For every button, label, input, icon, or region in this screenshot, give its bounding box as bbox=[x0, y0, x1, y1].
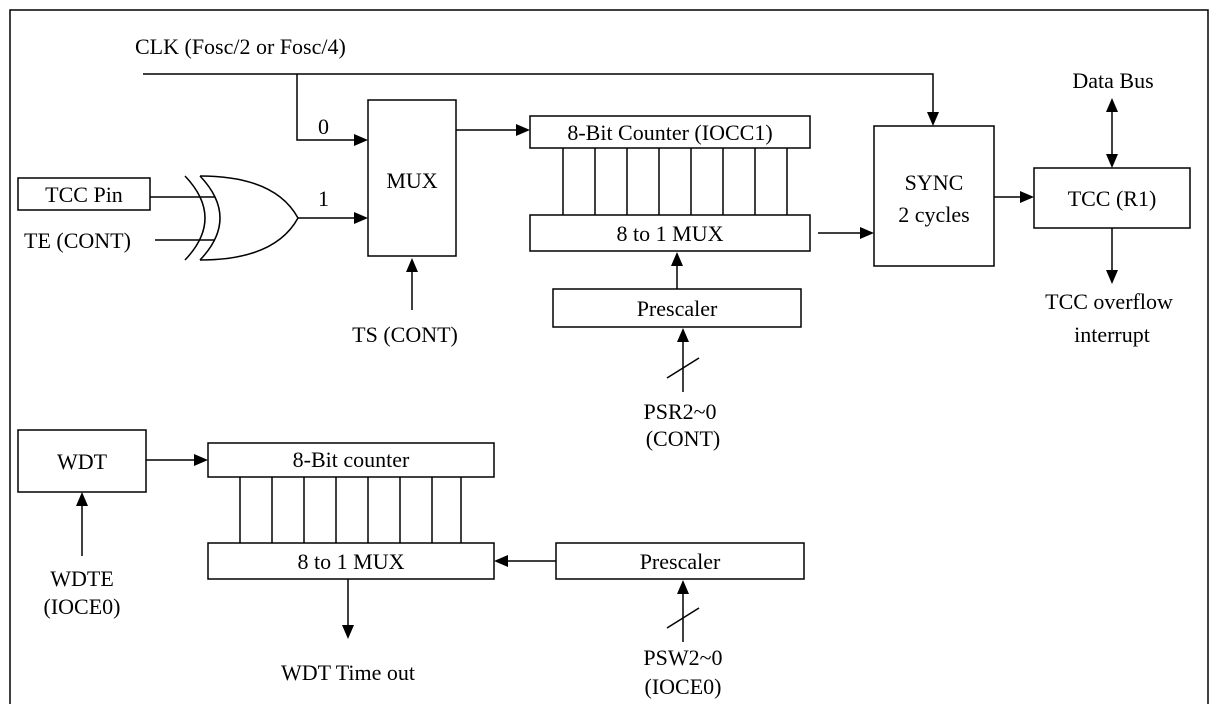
te-label: TE (CONT) bbox=[24, 228, 131, 253]
wdte-line1: WDTE bbox=[50, 566, 114, 591]
wdt-box bbox=[17, 429, 147, 493]
clk-label: CLK (Fosc/2 or Fosc/4) bbox=[135, 34, 346, 59]
timer-prescaler-box bbox=[552, 288, 802, 328]
wdt-prescaler-box bbox=[555, 542, 805, 580]
timer-mux8-label: 8 to 1 MUX bbox=[617, 221, 724, 246]
wdt-counter-label: 8-Bit counter bbox=[293, 447, 410, 472]
sync-label-line1: SYNC bbox=[905, 170, 964, 195]
wdt-mux8-label: 8 to 1 MUX bbox=[298, 549, 405, 574]
tcc-pin-box bbox=[17, 177, 151, 211]
timer-counter-box bbox=[529, 115, 811, 149]
clk-wire bbox=[143, 73, 934, 116]
mux-to-counter-arrowhead bbox=[516, 124, 530, 136]
mux-input-1-label: 1 bbox=[318, 186, 329, 211]
wdt-mux8-box bbox=[207, 542, 495, 580]
tcc-overflow-arrowhead bbox=[1106, 270, 1118, 284]
sync-to-tcc-arrowhead bbox=[1020, 191, 1034, 203]
overflow-line1: TCC overflow bbox=[1045, 289, 1173, 314]
psw-line2: (IOCE0) bbox=[645, 674, 722, 699]
wdte-to-wdt-arrowhead bbox=[76, 492, 88, 506]
wdte-line2: (IOCE0) bbox=[44, 594, 121, 619]
prescaler-to-wdt-mux8-arrowhead bbox=[494, 555, 508, 567]
tcc-pin-label: TCC Pin bbox=[45, 182, 123, 207]
psr-to-prescaler-arrowhead bbox=[677, 328, 689, 342]
mux-label: MUX bbox=[386, 168, 437, 193]
timer-prescaler-label: Prescaler bbox=[637, 296, 718, 321]
xor-to-mux-arrowhead bbox=[354, 212, 368, 224]
wdt-label: WDT bbox=[57, 449, 108, 474]
xor-gate bbox=[184, 175, 299, 261]
psw-to-prescaler-arrowhead bbox=[677, 580, 689, 594]
sync-box bbox=[873, 125, 995, 267]
ts-to-mux-arrowhead bbox=[406, 258, 418, 272]
wdt-bit-lines bbox=[239, 477, 462, 543]
timer-counter-label: 8-Bit Counter (IOCC1) bbox=[567, 120, 772, 145]
diagram-frame bbox=[9, 9, 1209, 704]
psw-bus-slash bbox=[666, 607, 700, 629]
psr-bus-slash bbox=[666, 357, 700, 379]
mux-input-0-label: 0 bbox=[318, 114, 329, 139]
clk-to-mux-wire bbox=[296, 74, 358, 141]
sync-label-line2: 2 cycles bbox=[898, 202, 969, 227]
psw-line1: PSW2~0 bbox=[643, 645, 722, 670]
wdt-to-counter-arrowhead bbox=[194, 454, 208, 466]
clk-to-sync-arrowhead bbox=[927, 112, 939, 126]
databus-label: Data Bus bbox=[1072, 68, 1153, 93]
clk-to-mux-arrowhead bbox=[354, 134, 368, 146]
wdt-prescaler-label: Prescaler bbox=[640, 549, 721, 574]
timer-mux8-box bbox=[529, 214, 811, 252]
ts-label: TS (CONT) bbox=[352, 322, 458, 347]
psr-label-line1: PSR2~0 bbox=[643, 399, 716, 424]
wdt-timeout-label: WDT Time out bbox=[281, 660, 415, 685]
databus-down-arrowhead bbox=[1106, 154, 1118, 168]
prescaler-to-mux8-arrowhead bbox=[671, 252, 683, 266]
mux-box bbox=[367, 99, 457, 257]
timer-bit-lines bbox=[562, 148, 788, 215]
wdt-timeout-arrowhead bbox=[342, 625, 354, 639]
tcc-r1-label: TCC (R1) bbox=[1068, 186, 1157, 211]
wdt-counter-box bbox=[207, 442, 495, 478]
overflow-line2: interrupt bbox=[1074, 322, 1150, 347]
psr-label-line2: (CONT) bbox=[646, 426, 721, 451]
databus-up-arrowhead bbox=[1106, 98, 1118, 112]
mux8-to-sync-arrowhead bbox=[860, 227, 874, 239]
